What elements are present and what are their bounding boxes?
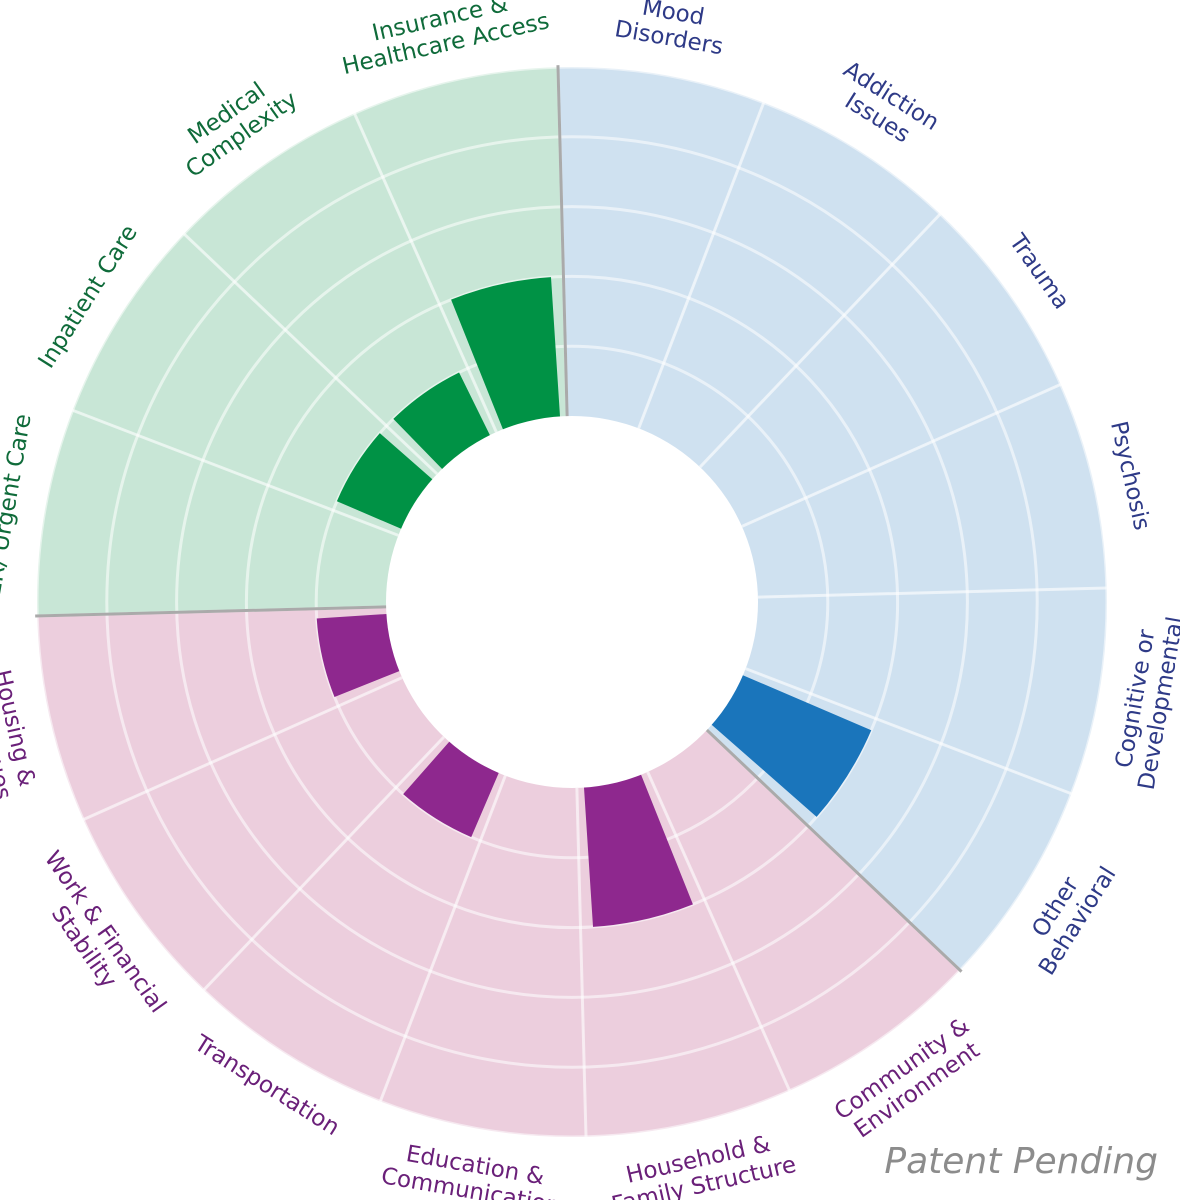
category-label-line: ER/ Urgent Care bbox=[0, 412, 37, 598]
grid-ring bbox=[35, 65, 1109, 1139]
grid-spoke bbox=[637, 101, 766, 429]
grid-spoke bbox=[741, 383, 1062, 528]
bars bbox=[316, 277, 872, 927]
grid-spoke bbox=[378, 775, 507, 1103]
grid-spoke bbox=[745, 667, 1073, 796]
grid-ring bbox=[175, 205, 969, 999]
category-label: Psychosis bbox=[1105, 419, 1155, 533]
center-hole bbox=[386, 416, 758, 788]
bar bbox=[583, 772, 693, 927]
grid-spoke bbox=[646, 771, 791, 1092]
grid-spoke bbox=[82, 676, 403, 821]
grid-ring bbox=[105, 135, 1039, 1069]
grid-spoke bbox=[182, 232, 439, 476]
grid-ring bbox=[244, 274, 900, 930]
category-label: Cognitive orDevelopmental bbox=[1108, 610, 1180, 792]
grid-ring bbox=[314, 344, 830, 860]
grid-spoke bbox=[202, 735, 446, 992]
watermark-text: Patent Pending bbox=[884, 1141, 1158, 1182]
category-label: Insurance &Healthcare Access bbox=[334, 0, 552, 80]
category-label-line: Psychosis bbox=[1105, 419, 1155, 533]
grid-spoke bbox=[71, 408, 399, 537]
bar bbox=[393, 372, 491, 471]
bar bbox=[451, 277, 561, 432]
bar bbox=[710, 674, 872, 817]
grid-spoke bbox=[698, 212, 942, 469]
grid-spoke bbox=[575, 787, 588, 1137]
category-label: Education &Communication bbox=[379, 1138, 566, 1200]
bar bbox=[336, 433, 434, 530]
category-label: ER/ Urgent Care bbox=[0, 412, 37, 598]
bar bbox=[316, 613, 402, 697]
category-label: MoodDisorders bbox=[613, 0, 730, 60]
category-label: Housing &Food Issues bbox=[0, 660, 42, 802]
category-label: Household &Family Structure bbox=[604, 1126, 799, 1200]
grid-spoke bbox=[757, 586, 1107, 599]
grid-spoke bbox=[353, 112, 498, 433]
bar bbox=[403, 740, 500, 838]
